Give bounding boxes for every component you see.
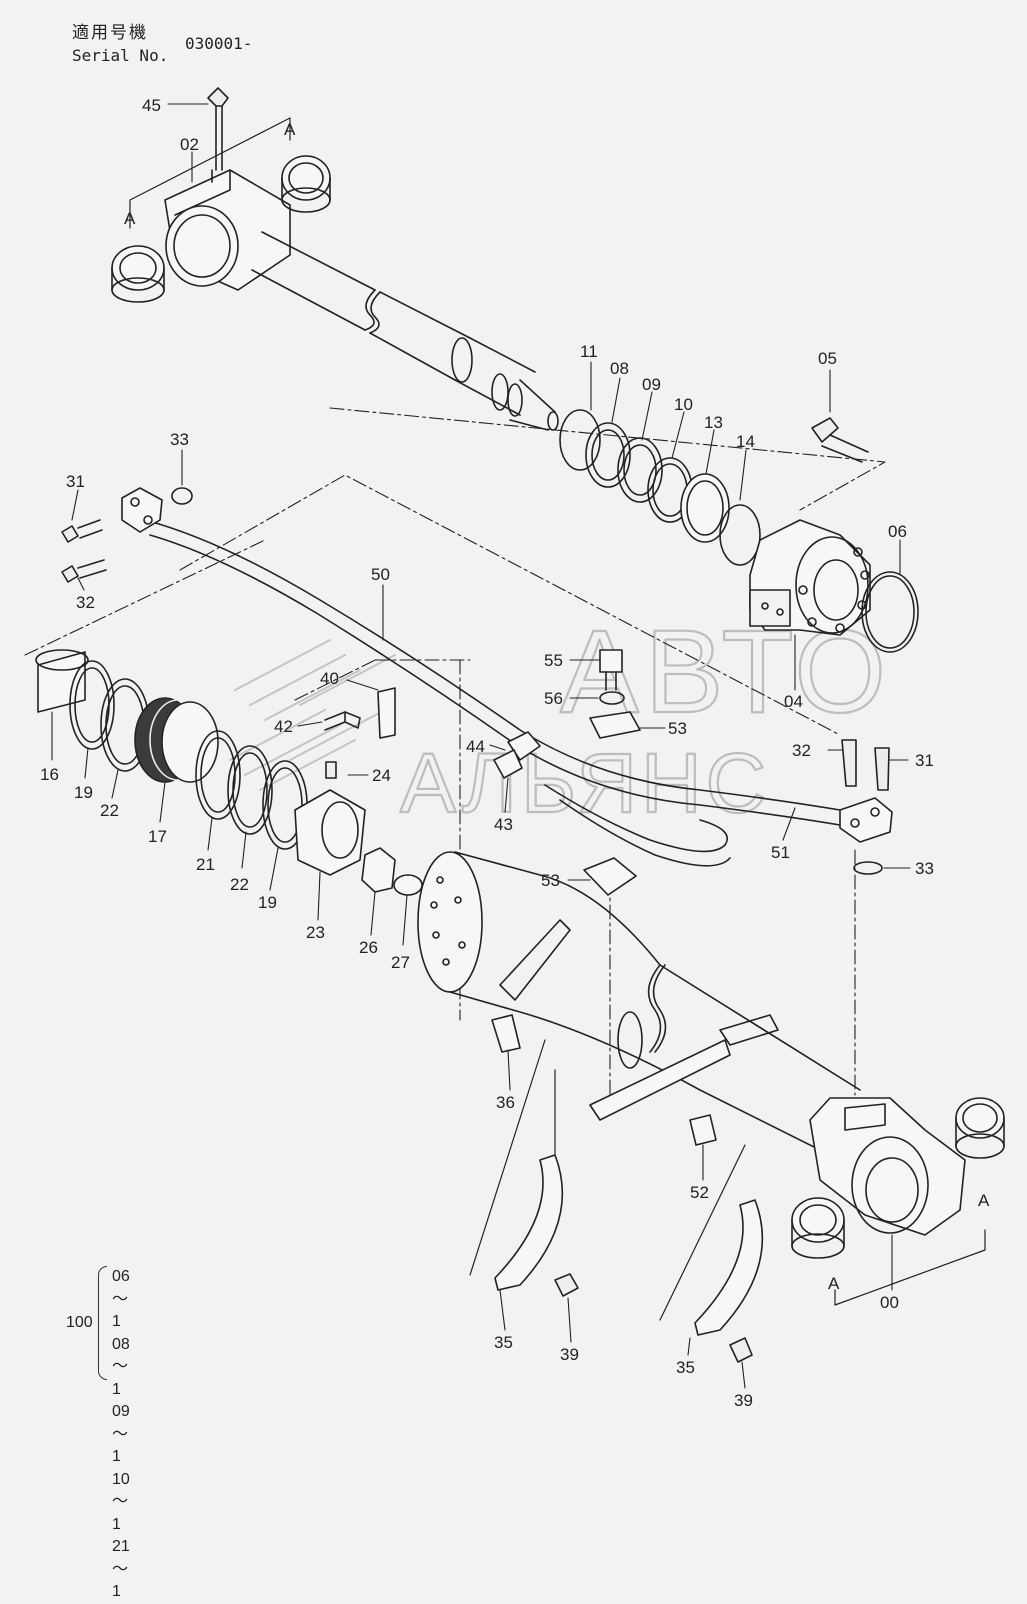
callout-32: 32 [76, 593, 95, 612]
callout-51: 51 [771, 843, 790, 862]
cylinder-tube [417, 851, 1005, 1306]
callout-06: 06 [888, 522, 907, 541]
callout-05: 05 [818, 349, 837, 368]
callout-39: 39 [734, 1391, 753, 1410]
callout-43: 43 [494, 815, 513, 834]
section-mark-a: A [978, 1191, 990, 1210]
piston-parts [35, 649, 423, 896]
callout-10: 10 [674, 395, 693, 414]
serial-label: Serial No. [72, 46, 169, 65]
callout-04: 04 [784, 692, 803, 711]
callout-55: 55 [544, 651, 563, 670]
callout-32: 32 [792, 741, 811, 760]
seal-kit-items: 06～1 08～1 09～1 10～1 21～1 [112, 1266, 130, 1604]
callout-19: 19 [74, 783, 93, 802]
callout-42: 42 [274, 717, 293, 736]
section-marks: A A A A [124, 120, 990, 1293]
pipe-band-clamps [469, 1039, 764, 1363]
kit-item: 06～1 [112, 1268, 130, 1330]
section-mark-a: A [284, 120, 296, 139]
callout-53: 53 [668, 719, 687, 738]
watermark-line2: АЛЬЯНС [400, 736, 770, 830]
callout-24: 24 [372, 766, 391, 785]
applicable-models-label: 適用号機 [72, 23, 148, 43]
callout-00: 00 [880, 1293, 899, 1312]
callout-35: 35 [676, 1358, 695, 1377]
assembly-lines [24, 407, 886, 1111]
callout-19: 19 [258, 893, 277, 912]
callout-22: 22 [230, 875, 249, 894]
callout-35: 35 [494, 1333, 513, 1352]
section-mark-a: A [828, 1274, 840, 1293]
fittings [493, 649, 641, 896]
callout-02: 02 [180, 135, 199, 154]
kit-item: 08～1 [112, 1335, 130, 1398]
callout-31: 31 [915, 751, 934, 770]
callout-31: 31 [66, 472, 85, 491]
callout-17: 17 [148, 827, 167, 846]
callout-22: 22 [100, 801, 119, 820]
callout-14: 14 [736, 432, 755, 451]
callout-26: 26 [359, 938, 378, 957]
callout-33: 33 [915, 859, 934, 878]
callout-53: 53 [541, 871, 560, 890]
callout-08: 08 [610, 359, 629, 378]
hydraulic-pipe [61, 487, 893, 875]
callout-labels: 45 02 11 08 09 10 13 14 05 33 31 32 06 5… [40, 96, 934, 1410]
callout-11: 11 [580, 342, 598, 361]
callout-33: 33 [170, 430, 189, 449]
callout-27: 27 [391, 953, 410, 972]
callout-44: 44 [466, 737, 485, 756]
parts-diagram-page: 適用号機 Serial No. 030001- АВТО АЛЬЯНС [24, 23, 1005, 1600]
kit-item: 21～1 [112, 1538, 130, 1600]
kit-item: 10～1 [112, 1470, 130, 1533]
callout-13: 13 [704, 413, 723, 432]
callout-56: 56 [544, 689, 563, 708]
callout-16: 16 [40, 765, 59, 784]
callout-40: 40 [320, 669, 339, 688]
leader-lines [51, 103, 911, 1389]
exploded-cylinder-drawing: АВТО АЛЬЯНС [24, 87, 1005, 1410]
rod-seal-rings [559, 409, 761, 566]
section-mark-a: A [124, 209, 136, 228]
callout-50: 50 [371, 565, 390, 584]
callout-39: 39 [560, 1345, 579, 1364]
callout-52: 52 [690, 1183, 709, 1202]
seal-kit-number: 100 [66, 1314, 93, 1331]
callout-36: 36 [496, 1093, 515, 1112]
callout-21: 21 [196, 855, 215, 874]
serial-number: 030001- [185, 34, 253, 53]
callout-23: 23 [306, 923, 325, 942]
callout-45: 45 [142, 96, 161, 115]
rod-cover [749, 417, 919, 653]
piston-rod-assembly [111, 87, 559, 431]
callout-09: 09 [642, 375, 661, 394]
kit-brace [98, 1266, 107, 1380]
kit-item: 09～1 [112, 1403, 130, 1465]
